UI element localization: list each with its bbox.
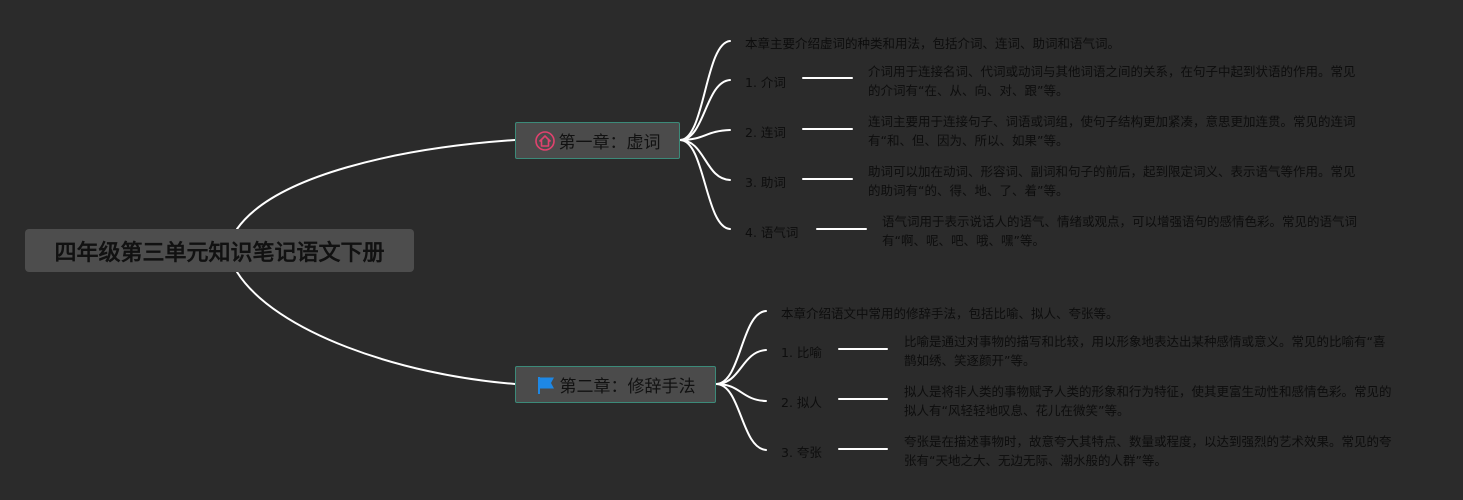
ch1-item-4-desc[interactable]: 语气词用于表示说话人的语气、情绪或观点，可以增强语句的感情色彩。常见的语气词有“… [882, 214, 1358, 248]
chapter-1-node[interactable]: 第一章：虚词 [515, 122, 680, 159]
root-link-chapter-2 [236, 271, 516, 385]
chapter-2-title: 第二章：修辞手法 [559, 377, 696, 397]
ch2-item-1-desc[interactable]: 比喻是通过对事物的描写和比较，用以形象地表达出某种感情或意义。常见的比喻有“喜鹊… [904, 334, 1386, 368]
chapter-2-node[interactable]: 第二章：修辞手法 [515, 366, 716, 403]
ch2-item-1-label[interactable]: 1. 比喻 [781, 345, 822, 360]
ch2-link-item-1 [715, 349, 767, 385]
ch1-item-3-desc[interactable]: 助词可以加在动词、形容词、副词和句子的前后，起到限定词义、表示语气等作用。常见的… [868, 164, 1356, 198]
ch2-item-2-desc[interactable]: 拟人是将非人类的事物赋予人类的形象和行为特征，使其更富生动性和感情色彩。常见的拟… [904, 384, 1392, 418]
root-title: 四年级第三单元知识笔记语文下册 [54, 240, 385, 266]
ch2-link-intro [715, 310, 767, 385]
ch1-item-1-desc[interactable]: 介词用于连接名词、代词或动词与其他词语之间的关系，在句子中起到状语的作用。常见的… [868, 64, 1356, 98]
chapter-1-title: 第一章：虚词 [558, 133, 661, 153]
ch2-item-3-label[interactable]: 3. 夸张 [781, 445, 822, 460]
root-topic[interactable]: 四年级第三单元知识笔记语文下册 [25, 229, 414, 272]
pink-house-icon [534, 130, 555, 151]
ch1-link-item-4 [679, 139, 731, 230]
ch1-link-intro [679, 40, 731, 141]
ch2-link-item-3 [715, 383, 767, 451]
ch2-item-2-label[interactable]: 2. 拟人 [781, 395, 822, 410]
ch1-link-item-1 [679, 79, 731, 141]
ch1-item-4-label[interactable]: 4. 语气词 [745, 225, 799, 240]
ch1-item-3-label[interactable]: 3. 助词 [745, 175, 786, 190]
ch1-link-item-3 [679, 139, 731, 181]
blue-flag-icon [536, 375, 556, 395]
ch2-item-3-desc[interactable]: 夸张是在描述事物时，故意夸大其特点、数量或程度，以达到强烈的艺术效果。常见的夸张… [904, 434, 1392, 468]
ch1-item-1-label[interactable]: 1. 介词 [745, 75, 786, 90]
ch1-item-2-desc[interactable]: 连词主要用于连接句子、词语或词组，使句子结构更加紧凑，意思更加连贯。常见的连词有… [868, 114, 1356, 148]
root-link-chapter-1 [236, 139, 516, 230]
ch1-item-2-label[interactable]: 2. 连词 [745, 125, 786, 140]
chapter-1-intro[interactable]: 本章主要介绍虚词的种类和用法，包括介词、连词、助词和语气词。 [745, 36, 1121, 51]
chapter-2-intro[interactable]: 本章介绍语文中常用的修辞手法，包括比喻、拟人、夸张等。 [781, 306, 1119, 321]
